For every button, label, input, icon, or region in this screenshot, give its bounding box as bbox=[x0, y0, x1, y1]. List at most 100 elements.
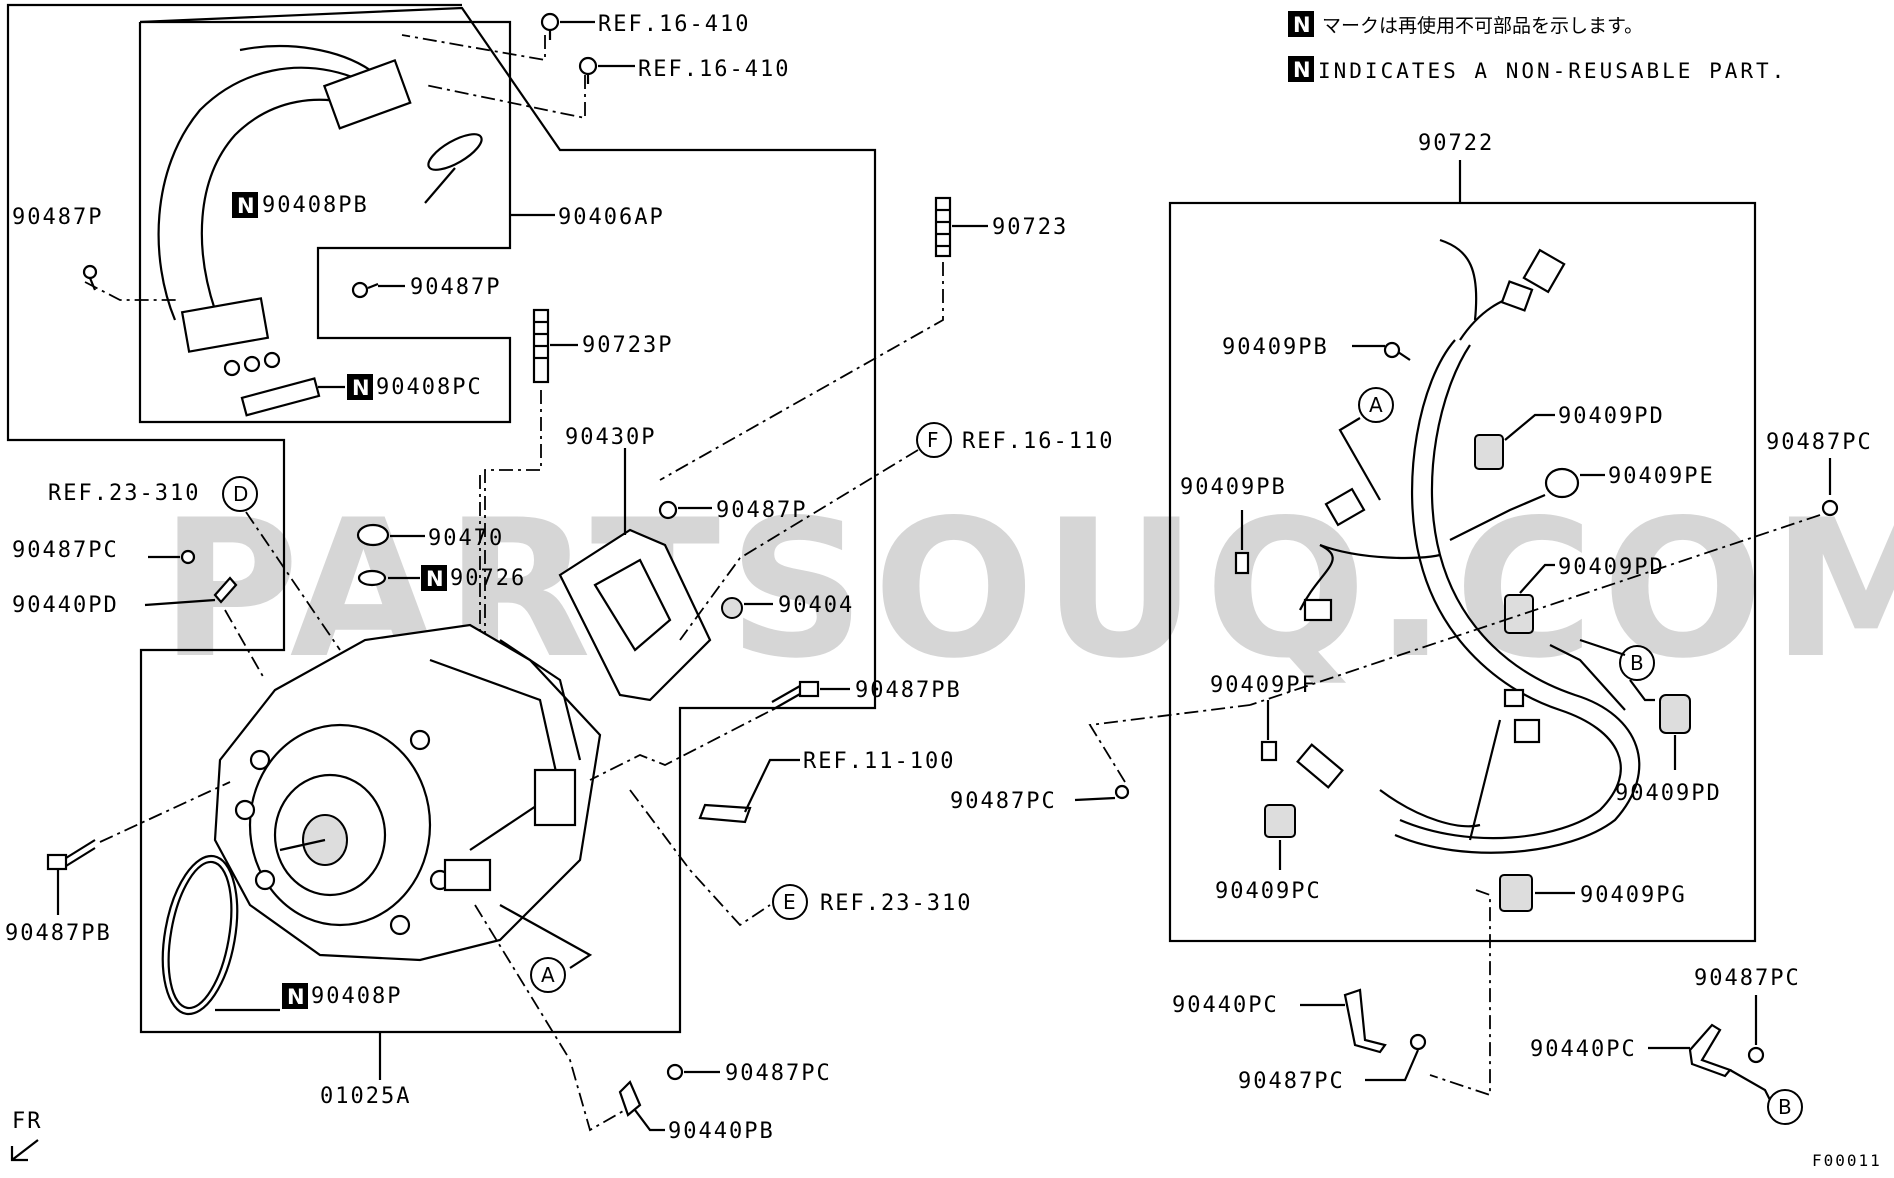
n-symbol-text: N bbox=[352, 376, 370, 400]
terminal bbox=[223, 359, 241, 377]
part-label-90487PC: 90487PC bbox=[1238, 1069, 1345, 1094]
ref-16-110-label: REF.16-110 bbox=[962, 429, 1114, 454]
non-reusable-symbol bbox=[347, 374, 373, 400]
part-label-90404: 90404 bbox=[778, 593, 854, 618]
seal-90408PC bbox=[240, 377, 321, 417]
leader-dash bbox=[659, 262, 944, 481]
ref-16-410-label: REF.16-410 bbox=[598, 12, 750, 37]
part-label-90722: 90722 bbox=[1418, 131, 1494, 156]
note-japanese: マークは再使用不可部品を示します。 bbox=[1322, 15, 1643, 37]
part-label-90470: 90470 bbox=[428, 526, 504, 551]
callout-A bbox=[1358, 387, 1394, 423]
callout-D-text: D bbox=[233, 482, 248, 506]
clip-90409PE-icon bbox=[1544, 467, 1580, 499]
leader-line bbox=[1338, 417, 1381, 501]
part-label-90440PC: 90440PC bbox=[1530, 1037, 1637, 1062]
leader-line bbox=[499, 904, 593, 969]
part-label-90487PC: 90487PC bbox=[1766, 430, 1873, 455]
callout-A-text: A bbox=[1369, 393, 1383, 417]
part-label-90487P: 90487P bbox=[410, 275, 501, 300]
plug-90470-icon bbox=[356, 523, 390, 547]
part-label-90487PC: 90487PC bbox=[950, 789, 1057, 814]
clip-90409PD-icon bbox=[1474, 434, 1504, 470]
leader-dash bbox=[1249, 514, 1821, 706]
leader-dash bbox=[84, 281, 180, 301]
terminal bbox=[263, 351, 281, 369]
non-reusable-symbol bbox=[282, 983, 308, 1009]
callout-B-text: B bbox=[1630, 651, 1644, 675]
clip-90409PD-icon bbox=[1659, 694, 1691, 734]
part-label-90726: 90726 bbox=[450, 566, 526, 591]
part-label-90409PF: 90409PF bbox=[1210, 673, 1317, 698]
n-symbol-text: N bbox=[1293, 58, 1311, 82]
stud-90723-icon bbox=[934, 196, 952, 258]
part-label-90409PB: 90409PB bbox=[1222, 335, 1329, 360]
part-label-90487P: 90487P bbox=[12, 205, 103, 230]
leader-dash bbox=[424, 75, 586, 120]
n-symbol-text: N bbox=[426, 567, 444, 591]
part-label-90723P: 90723P bbox=[582, 333, 673, 358]
ref-23-310-label: REF.23-310 bbox=[820, 891, 972, 916]
bolt-icon bbox=[540, 12, 560, 40]
bolt-icon bbox=[1821, 499, 1839, 517]
leader-dash bbox=[224, 609, 266, 681]
part-label-90408P: 90408P bbox=[311, 984, 402, 1009]
non-reusable-symbol bbox=[232, 192, 258, 218]
bracket-90440PD-icon bbox=[213, 576, 238, 604]
part-label-90409PG: 90409PG bbox=[1580, 883, 1687, 908]
ref-23-310-label: REF.23-310 bbox=[48, 481, 200, 506]
callout-E-text: E bbox=[783, 890, 796, 914]
harness-box bbox=[1168, 201, 1757, 943]
bracket-90440PC-icon bbox=[1688, 1023, 1732, 1078]
n-symbol-text: N bbox=[287, 985, 305, 1009]
part-label-90487PC: 90487PC bbox=[12, 538, 119, 563]
callout-B bbox=[1619, 645, 1655, 681]
bolt-icon bbox=[658, 500, 678, 520]
part-label-90409PB: 90409PB bbox=[1180, 475, 1287, 500]
bolt-icon bbox=[666, 1063, 684, 1081]
part-label-90408PC: 90408PC bbox=[376, 375, 483, 400]
part-label-90440PD: 90440PD bbox=[12, 593, 119, 618]
leader-dash bbox=[484, 390, 542, 650]
cable-connector-top bbox=[322, 58, 412, 130]
part-label-90440PC: 90440PC bbox=[1172, 993, 1279, 1018]
stud-90723P-icon bbox=[532, 308, 550, 384]
cable-body bbox=[239, 44, 371, 71]
part-label-90723: 90723 bbox=[992, 215, 1068, 240]
bolt-icon bbox=[771, 680, 820, 711]
non-reusable-symbol bbox=[421, 565, 447, 591]
front-direction-label: FR bbox=[12, 1109, 43, 1134]
gasket-90408PB bbox=[427, 133, 483, 171]
clip-90409PF-icon bbox=[1260, 740, 1278, 762]
cable-body bbox=[200, 98, 371, 311]
part-label-90487PB: 90487PB bbox=[5, 921, 112, 946]
ref-11-100-part-icon bbox=[698, 803, 752, 824]
callout-E bbox=[772, 884, 808, 920]
part-label-90430P: 90430P bbox=[565, 425, 656, 450]
part-label-01025A: 01025A bbox=[320, 1084, 411, 1109]
cover-plate-90430P bbox=[558, 528, 712, 702]
cable-body bbox=[157, 66, 361, 321]
leader-dash bbox=[99, 781, 231, 843]
clip-90409PG-icon bbox=[1499, 874, 1533, 912]
leader-dash bbox=[629, 789, 771, 927]
part-label-90487PB: 90487PB bbox=[855, 678, 962, 703]
leader-line bbox=[1449, 493, 1546, 541]
bolt-icon bbox=[1747, 1046, 1765, 1064]
bolt-icon bbox=[46, 839, 96, 871]
leader-dash bbox=[1088, 704, 1251, 783]
clip-90409PB-icon bbox=[1383, 341, 1411, 361]
front-arrow-icon bbox=[10, 1139, 39, 1162]
bracket-90440PC-icon bbox=[1343, 988, 1387, 1054]
motor-assembly-01025A bbox=[213, 623, 602, 962]
leader-dash bbox=[589, 711, 769, 781]
wire-harness-90722 bbox=[1296, 238, 1641, 854]
nut-90404-icon bbox=[721, 597, 743, 619]
callout-F bbox=[916, 422, 952, 458]
part-label-90487PC: 90487PC bbox=[1694, 966, 1801, 991]
leader-line bbox=[1579, 638, 1626, 657]
terminal bbox=[243, 355, 261, 373]
bolt-icon bbox=[351, 281, 379, 299]
